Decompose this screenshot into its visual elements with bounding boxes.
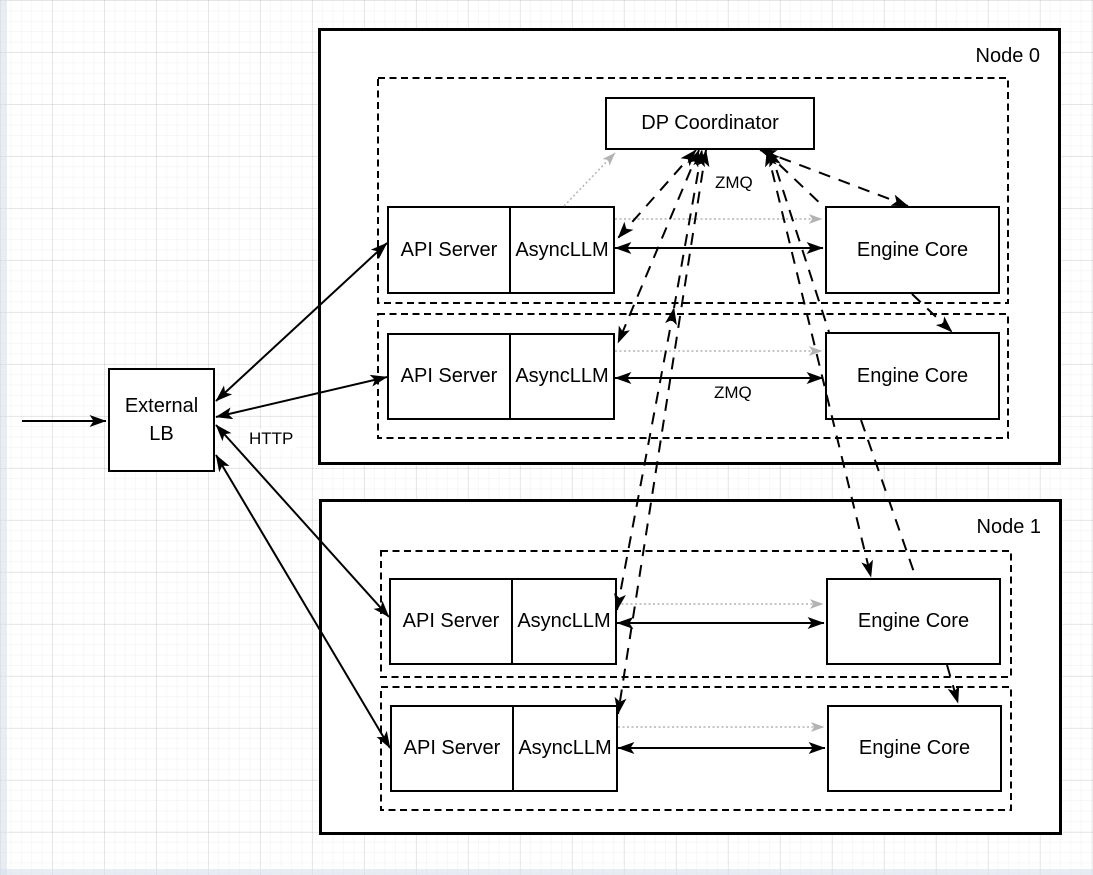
row4-async-llm: AsyncLLM <box>514 707 616 790</box>
row1-async-llm: AsyncLLM <box>511 208 613 292</box>
node1-label: Node 1 <box>976 516 1042 538</box>
row1-engine-core-label: Engine Core <box>856 238 969 261</box>
row1-api-server: API Server <box>389 208 511 292</box>
row3-api-server: API Server <box>391 580 513 663</box>
row2-frontend-box: API Server AsyncLLM <box>387 333 615 420</box>
row3-engine-core-label: Engine Core <box>857 610 970 632</box>
row4-api-server: API Server <box>392 707 514 790</box>
page-edge-bottom <box>0 869 1093 875</box>
dp-coordinator-label: DP Coordinator <box>641 112 779 134</box>
row4-async-llm-label: AsyncLLM <box>518 737 612 759</box>
row1-api-server-label: API Server <box>400 238 498 261</box>
row3-api-server-label: API Server <box>402 610 500 632</box>
node0-label: Node 0 <box>975 45 1041 67</box>
external-lb-box: External LB <box>108 368 215 472</box>
http-label: HTTP <box>247 429 296 449</box>
row1-engine-core: Engine Core <box>825 206 1000 294</box>
row2-engine-core: Engine Core <box>825 332 1000 420</box>
row2-engine-core-label: Engine Core <box>856 364 969 387</box>
row2-async-llm-label: AsyncLLM <box>515 365 609 387</box>
row3-engine-core: Engine Core <box>826 578 1001 665</box>
external-lb-line1: External <box>124 395 199 417</box>
row2-async-llm: AsyncLLM <box>511 335 613 418</box>
zmq-engine-label: ZMQ <box>712 383 754 403</box>
external-lb-label: External LB <box>125 392 198 448</box>
row4-frontend-box: API Server AsyncLLM <box>390 705 618 792</box>
row3-async-llm: AsyncLLM <box>513 580 615 663</box>
row1-frontend-box: API Server AsyncLLM <box>387 206 615 294</box>
row4-api-server-label: API Server <box>403 737 501 759</box>
row2-api-server-label: API Server <box>400 365 498 387</box>
row1-async-llm-label: AsyncLLM <box>515 238 609 261</box>
row3-frontend-box: API Server AsyncLLM <box>389 578 617 665</box>
dp-coordinator-box: DP Coordinator <box>605 97 815 150</box>
row2-api-server: API Server <box>389 335 511 418</box>
row4-engine-core-label: Engine Core <box>858 737 971 759</box>
page-edge-left <box>0 0 7 875</box>
zmq-coordinator-label: ZMQ <box>713 173 755 193</box>
row4-engine-core: Engine Core <box>827 705 1002 792</box>
external-lb-line2: LB <box>149 423 174 445</box>
row3-async-llm-label: AsyncLLM <box>517 610 611 632</box>
